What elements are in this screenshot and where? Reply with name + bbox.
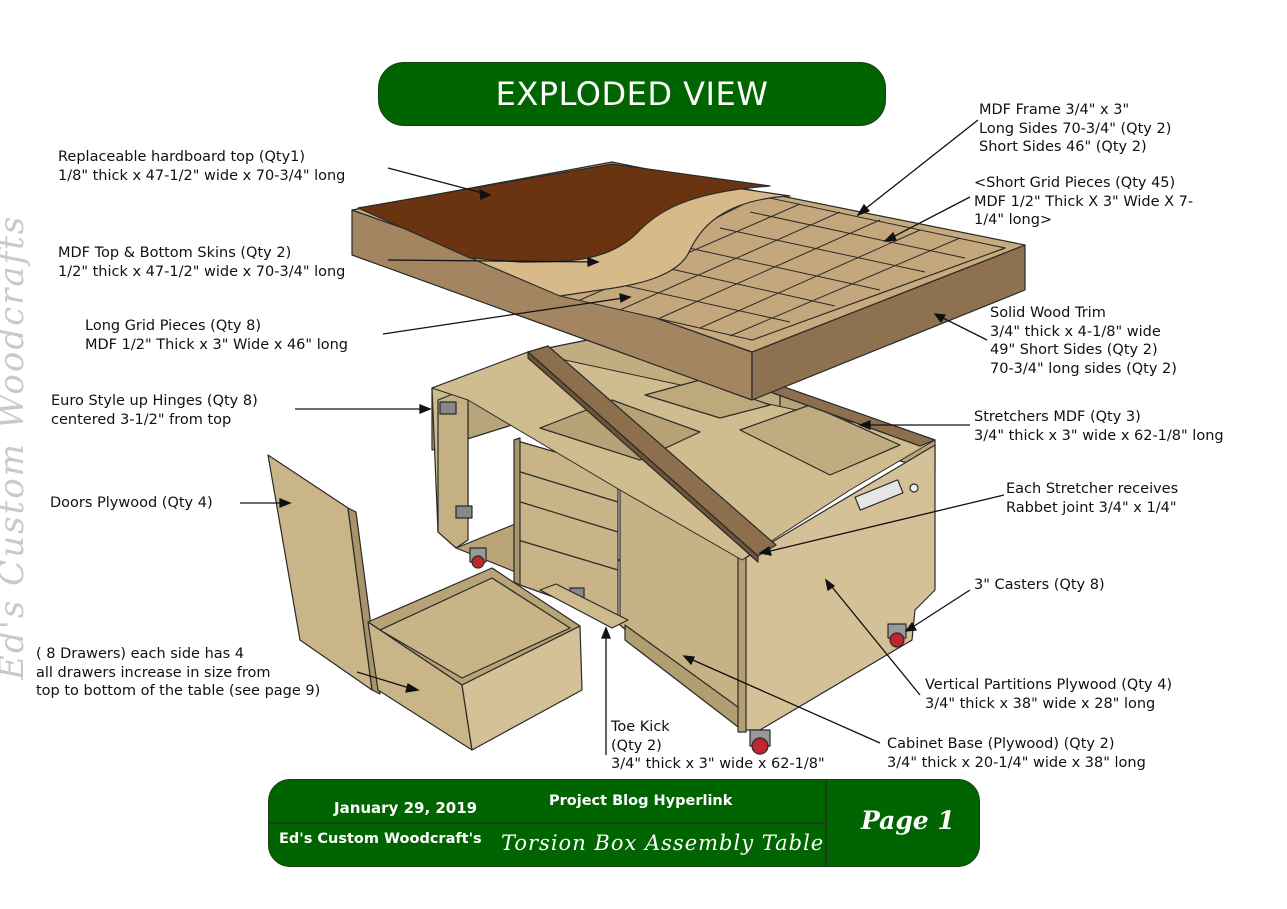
toe-kick-board — [539, 583, 629, 629]
drawer-box-back — [379, 577, 571, 679]
label-doors: Doors Plywood (Qty 4) — [50, 495, 213, 511]
drawer-stack-side — [513, 437, 521, 586]
label-mdf-frame: MDF Frame 3/4" x 3"Long Sides 70-3/4" (Q… — [979, 102, 1172, 155]
date-text: January 29, 2019 — [334, 799, 478, 817]
power-strip — [854, 479, 904, 511]
drawer-side — [461, 625, 583, 751]
cabinet — [431, 331, 936, 755]
title-banner: EXPLODED VIEW — [378, 62, 886, 126]
cabinet-right-edge — [737, 555, 747, 733]
label-hardboard-top: Replaceable hardboard top (Qty1)1/8" thi… — [58, 149, 346, 184]
page-number: Page 1 — [861, 806, 955, 835]
divider — [269, 822, 825, 824]
hinge-top — [439, 401, 457, 415]
casters — [469, 547, 907, 755]
label-hinges: Euro Style up Hinges (Qty 8)centered 3-1… — [51, 393, 258, 428]
divider — [825, 780, 827, 866]
page-title: EXPLODED VIEW — [495, 75, 769, 113]
cabinet-top-openings — [431, 351, 936, 561]
torsion-box-top — [351, 161, 1026, 401]
blog-link[interactable]: Project Blog Hyperlink — [549, 793, 733, 809]
label-cabinet-base: Cabinet Base (Plywood) (Qty 2)3/4" thick… — [887, 736, 1146, 771]
label-mdf-skins: MDF Top & Bottom Skins (Qty 2)1/2" thick… — [58, 245, 346, 280]
leader-lines — [240, 119, 1005, 755]
label-toe-kick: Toe Kick(Qty 2)3/4" thick x 3" wide x 62… — [611, 719, 825, 772]
title-block: January 29, 2019 Project Blog Hyperlink … — [268, 779, 980, 867]
label-short-grid: <Short Grid Pieces (Qty 45)MDF 1/2" Thic… — [974, 175, 1194, 228]
label-stretchers: Stretchers MDF (Qty 3)3/4" thick x 3" wi… — [974, 409, 1224, 444]
label-long-grid: Long Grid Pieces (Qty 8)MDF 1/2" Thick x… — [85, 318, 348, 353]
brand-name: Ed's Custom Woodcraft's — [279, 831, 482, 847]
loose-parts — [267, 454, 583, 751]
label-partitions: Vertical Partitions Plywood (Qty 4)3/4" … — [925, 677, 1173, 712]
project-name: Torsion Box Assembly Table — [501, 831, 825, 855]
label-casters: 3" Casters (Qty 8) — [974, 577, 1105, 593]
hinge-bottom — [455, 505, 473, 519]
